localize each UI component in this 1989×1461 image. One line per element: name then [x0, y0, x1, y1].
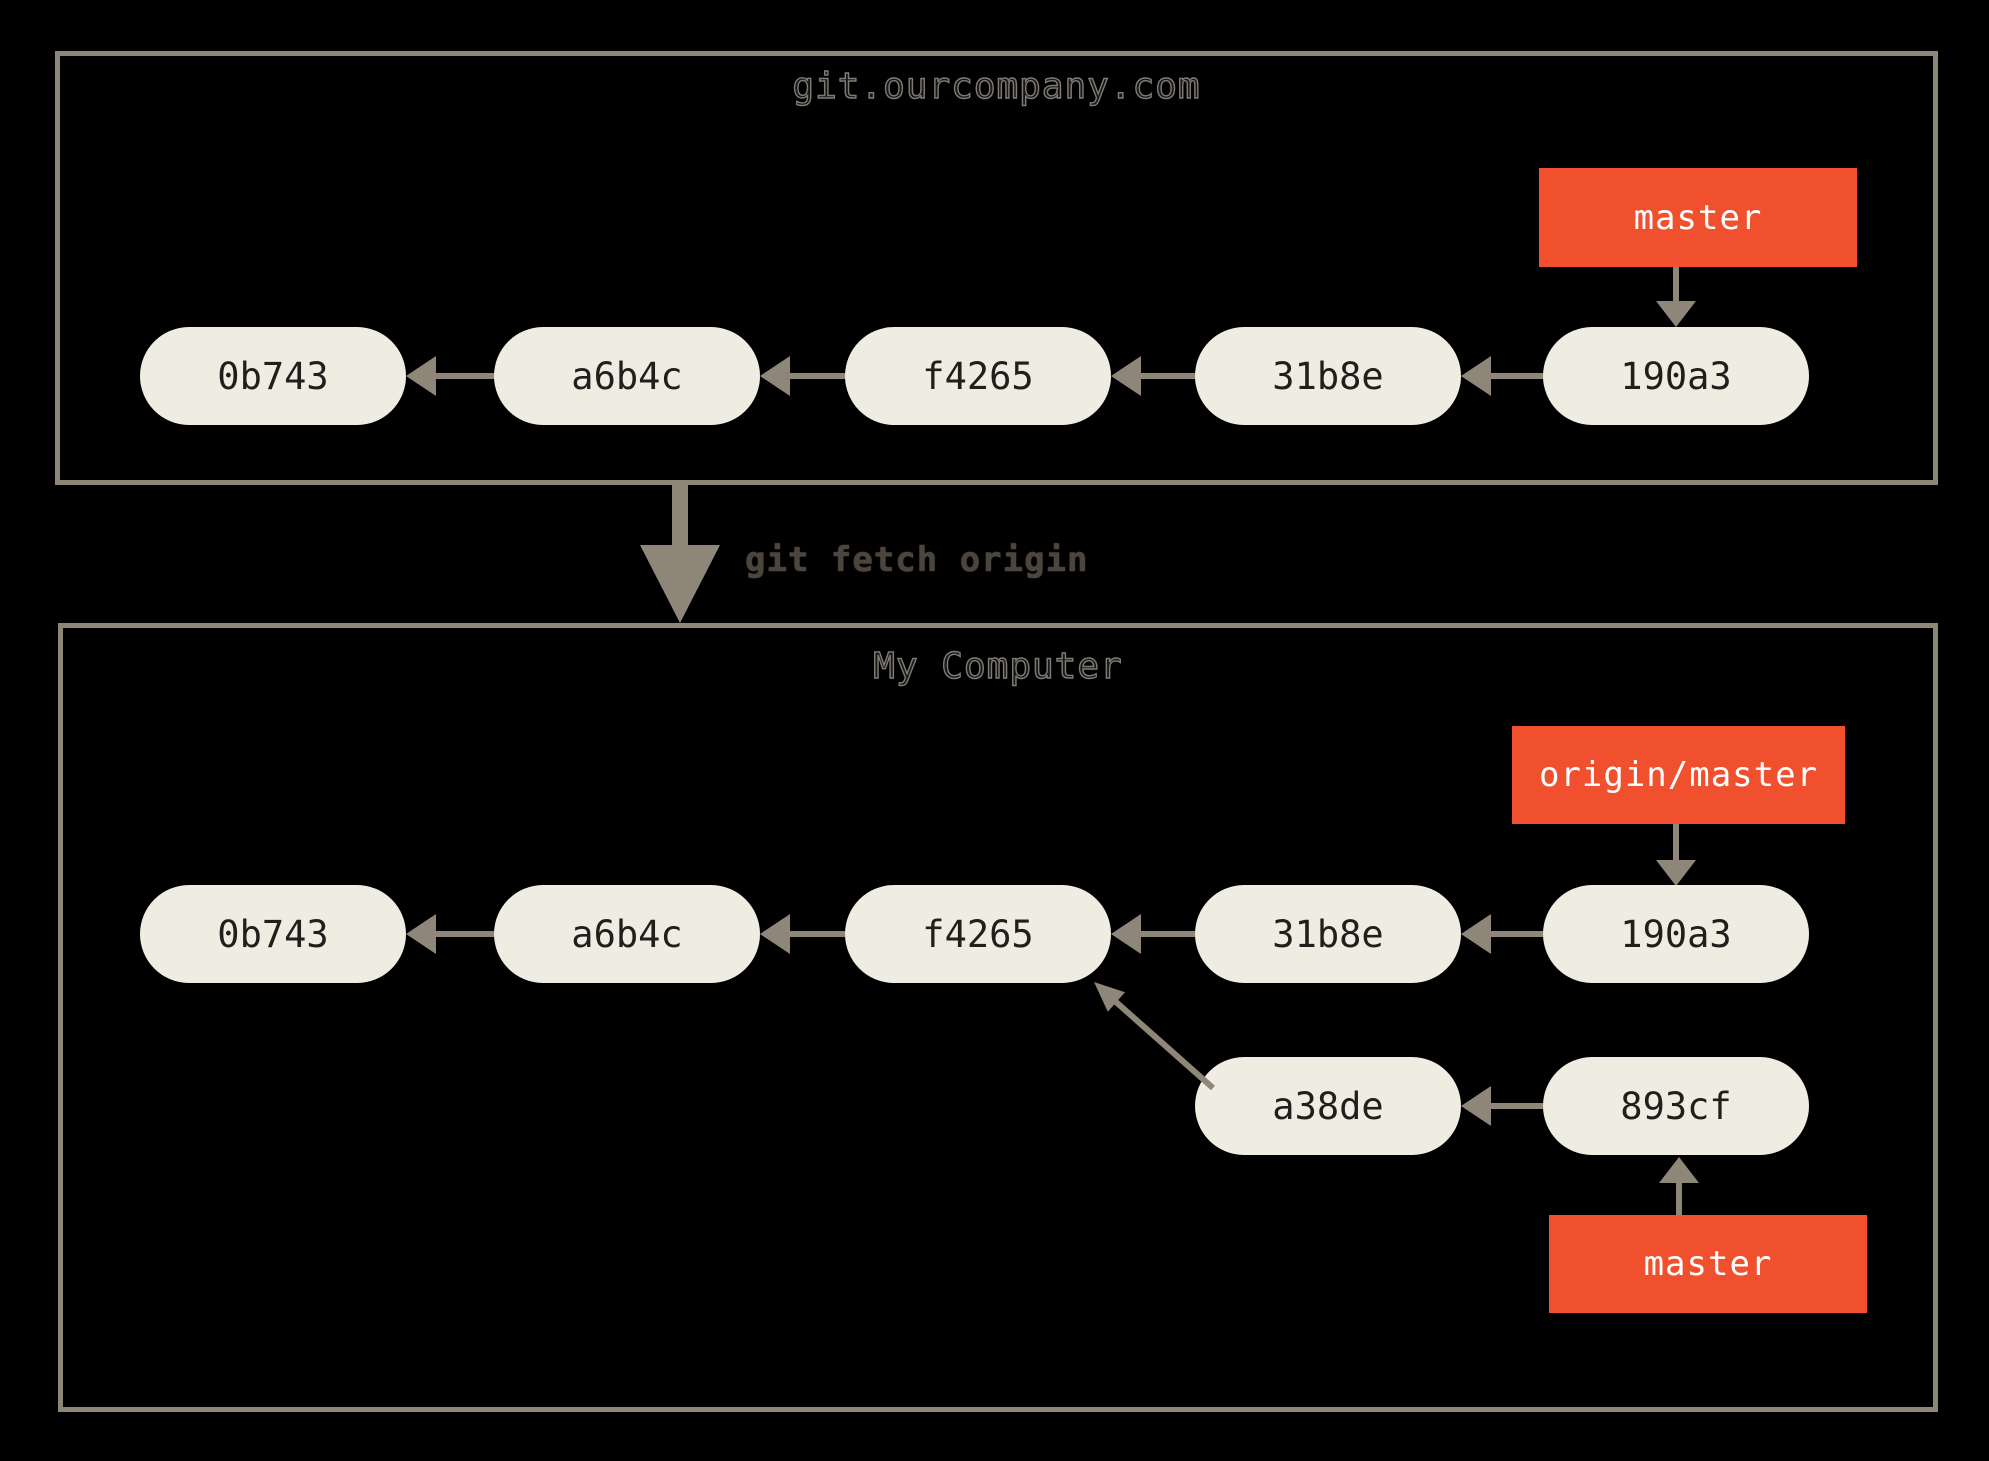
local-commit-893cf: 893cf [1543, 1057, 1809, 1155]
remote-master-branch-label: master [1539, 168, 1857, 267]
remote-parent-arrow-1 [406, 356, 494, 396]
arrow-line [787, 931, 845, 937]
local-commit-190a3: 190a3 [1543, 885, 1809, 983]
local-master-branch-label: master [1549, 1215, 1867, 1313]
remote-parent-arrow-3 [1111, 356, 1195, 396]
arrow-shaft [1673, 267, 1679, 302]
arrow-shaft [1676, 1182, 1682, 1215]
origin-master-pointer-arrow [1656, 824, 1696, 886]
remote-commit-f4265: f4265 [845, 327, 1111, 425]
remote-master-pointer-arrow [1656, 267, 1696, 327]
arrow-line [1138, 373, 1195, 379]
arrow-line [1488, 931, 1543, 937]
local-parent-arrow-3 [1111, 914, 1195, 954]
local-parent-arrow-2 [760, 914, 845, 954]
arrow-line [1138, 931, 1195, 937]
arrow-left-head [760, 914, 790, 954]
arrow-left-head [406, 914, 436, 954]
arrow-down-head [1656, 860, 1696, 886]
arrow-left-head [1111, 356, 1141, 396]
local-branch-parent-arrow [1461, 1086, 1543, 1126]
fetch-command-label: git fetch origin [745, 540, 1089, 580]
fetch-arrow-head [640, 545, 720, 623]
remote-parent-arrow-2 [760, 356, 845, 396]
arrow-line [1114, 999, 1215, 1091]
remote-commit-0b743: 0b743 [140, 327, 406, 425]
arrow-line [433, 373, 494, 379]
local-commit-0b743: 0b743 [140, 885, 406, 983]
local-parent-arrow-1 [406, 914, 494, 954]
local-repo-box [58, 623, 1938, 1412]
arrow-line [433, 931, 494, 937]
local-repo-title: My Computer [873, 645, 1123, 687]
remote-repo-title: git.ourcompany.com [792, 65, 1201, 107]
arrow-left-head [1111, 914, 1141, 954]
arrow-left-head [1461, 1086, 1491, 1126]
arrow-shaft [1673, 824, 1679, 861]
local-commit-f4265: f4265 [845, 885, 1111, 983]
local-commit-31b8e: 31b8e [1195, 885, 1461, 983]
arrow-line [1488, 373, 1543, 379]
arrow-left-head [1461, 914, 1491, 954]
remote-commit-190a3: 190a3 [1543, 327, 1809, 425]
fetch-arrow-shaft [672, 485, 688, 547]
arrow-down-head [1656, 301, 1696, 327]
arrow-left-head [1461, 356, 1491, 396]
remote-commit-31b8e: 31b8e [1195, 327, 1461, 425]
arrow-diagonal-head [1094, 982, 1125, 1012]
arrow-line [1488, 1103, 1543, 1109]
local-branch-merge-base-arrow [1094, 982, 1215, 1091]
remote-repo-box [55, 51, 1938, 485]
remote-commit-a6b4c: a6b4c [494, 327, 760, 425]
origin-master-branch-label: origin/master [1512, 726, 1845, 824]
local-commit-a38de: a38de [1195, 1057, 1461, 1155]
remote-parent-arrow-4 [1461, 356, 1543, 396]
local-commit-a6b4c: a6b4c [494, 885, 760, 983]
arrow-up-head [1659, 1157, 1699, 1183]
arrow-left-head [406, 356, 436, 396]
arrow-left-head [760, 356, 790, 396]
arrow-line [787, 373, 845, 379]
local-parent-arrow-4 [1461, 914, 1543, 954]
local-master-pointer-arrow [1659, 1157, 1699, 1215]
